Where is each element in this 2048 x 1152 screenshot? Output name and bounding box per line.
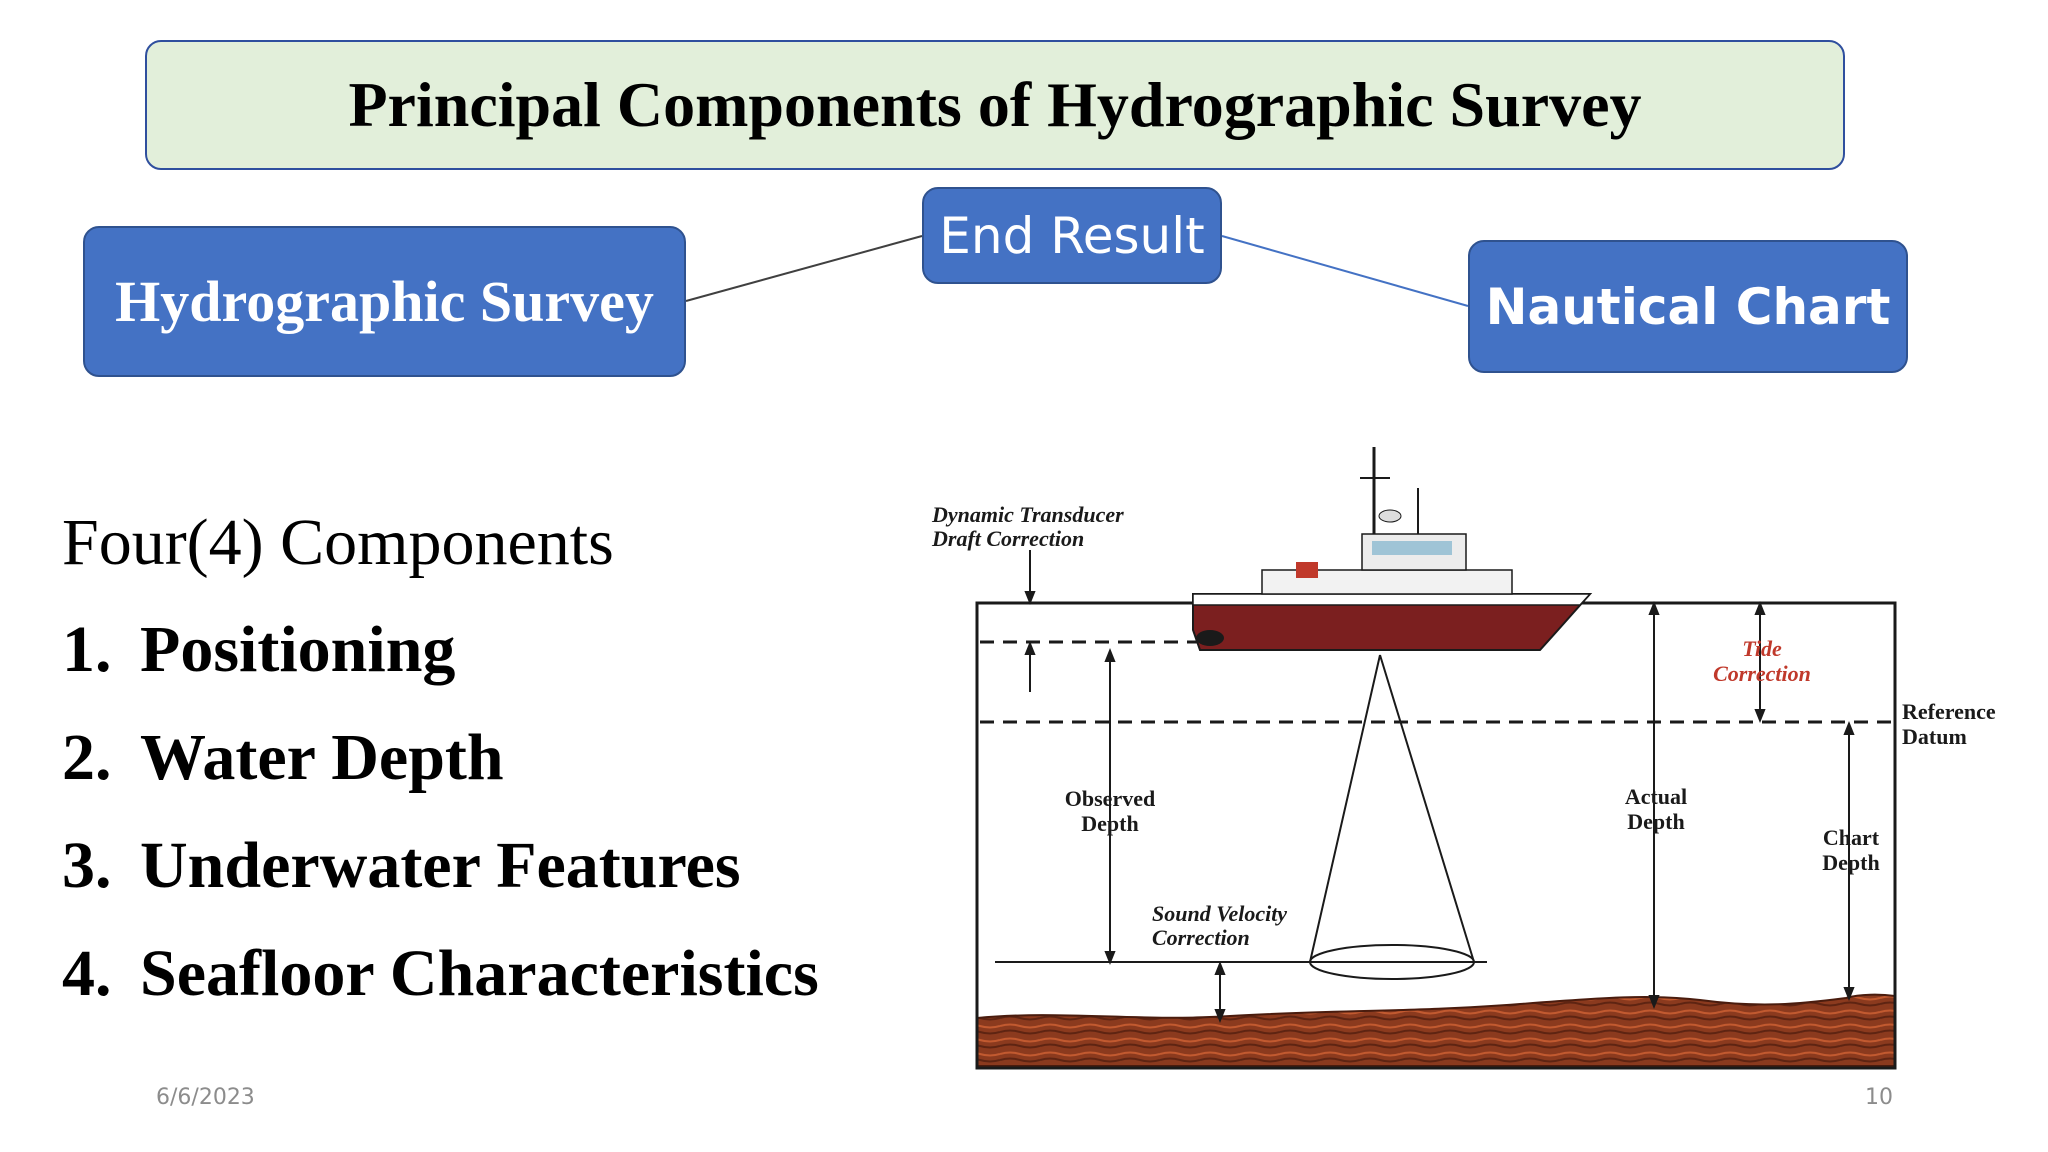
components-list: 1. Positioning 2. Water Depth 3. Underwater… <box>62 610 819 1042</box>
slide-title: Principal Components of Hydrographic Sur… <box>348 69 1642 140</box>
sonar-footprint <box>1309 944 1475 980</box>
bridge-window <box>1372 541 1452 555</box>
actual-label-1: Actual <box>1625 784 1687 809</box>
title-banner: Principal Components of Hydrographic Sur… <box>145 40 1845 170</box>
end-result-label: End Result <box>939 206 1205 265</box>
components-heading: Four(4) Components <box>62 506 614 579</box>
tide-label-1: Tide <box>1742 636 1782 661</box>
tide-label-2: Correction <box>1713 661 1811 686</box>
hydrographic-survey-box: Hydrographic Survey <box>83 226 686 377</box>
water-box <box>975 601 1897 1070</box>
list-item: 2. Water Depth <box>62 718 819 826</box>
hydrographic-survey-label: Hydrographic Survey <box>115 269 654 334</box>
nautical-chart-box: Nautical Chart <box>1468 240 1908 373</box>
survey-vessel <box>1192 447 1593 651</box>
item-number: 4. <box>62 937 112 1010</box>
reference-label-2: Datum <box>1902 724 1967 749</box>
item-label: Water Depth <box>140 721 504 794</box>
transducer-pod <box>1196 630 1224 646</box>
chart-label-1: Chart <box>1823 825 1880 850</box>
radome <box>1378 509 1402 523</box>
item-number: 2. <box>62 721 112 794</box>
funnel <box>1296 562 1318 578</box>
list-item: 1. Positioning <box>62 610 819 718</box>
reference-label-1: Reference <box>1902 699 1996 724</box>
slide-date: 6/6/2023 <box>156 1085 255 1110</box>
transducer-label-1: Dynamic Transducer <box>931 502 1124 527</box>
item-label: Underwater Features <box>140 829 741 902</box>
observed-label-1: Observed <box>1065 786 1155 811</box>
nautical-chart-label: Nautical Chart <box>1485 277 1891 336</box>
velocity-label-1: Sound Velocity <box>1152 901 1287 926</box>
item-number: 3. <box>62 829 112 902</box>
end-result-box: End Result <box>922 187 1222 284</box>
hull-top <box>1192 593 1592 606</box>
connector-result-to-chart <box>1221 235 1469 307</box>
chart-label-2: Depth <box>1822 850 1879 875</box>
connector-survey-to-result <box>685 235 923 302</box>
item-label: Positioning <box>140 613 456 686</box>
transducer-label-2: Draft Correction <box>931 526 1084 551</box>
observed-label-2: Depth <box>1081 811 1138 836</box>
list-item: 3. Underwater Features <box>62 826 819 934</box>
page-number: 10 <box>1865 1085 1893 1110</box>
actual-label-2: Depth <box>1627 809 1684 834</box>
seafloor <box>976 993 1896 1067</box>
velocity-label-2: Correction <box>1152 925 1250 950</box>
list-item: 4. Seafloor Characteristics <box>62 934 819 1042</box>
sonar-cone <box>1309 654 1475 963</box>
item-number: 1. <box>62 613 112 686</box>
hydrographic-survey-diagram: Dynamic Transducer Draft Correction Tide… <box>931 447 1996 1070</box>
item-label: Seafloor Characteristics <box>140 937 819 1010</box>
